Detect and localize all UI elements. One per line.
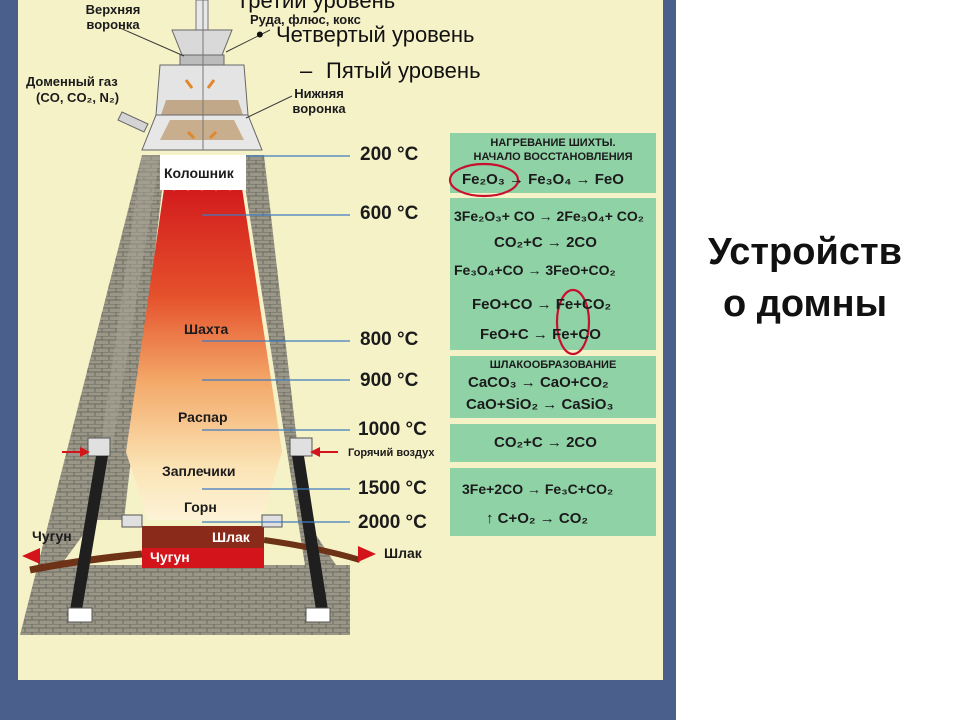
bullet-level-3: Третий уровень bbox=[236, 0, 396, 13]
box3-title: ШЛАКООБРАЗОВАНИЕ bbox=[489, 359, 617, 371]
temperature-2000: 2000 °C bbox=[358, 512, 427, 533]
label-charge: Руда, флюс, кокс bbox=[250, 12, 361, 27]
iron-out-arrow bbox=[22, 548, 40, 564]
label-bottom-funnel: Нижняя воронка bbox=[292, 86, 346, 116]
temperature-800: 800 °C bbox=[360, 329, 419, 350]
label-iron-out: Чугун bbox=[32, 528, 72, 544]
box5-equation-1: 3Fe+2CO → Fe₃C+CO₂ bbox=[462, 481, 614, 497]
reaction-box-backgrounds bbox=[450, 133, 656, 536]
box2-equation-5: FeO+C → Fe+CO bbox=[480, 326, 601, 343]
furnace-wall-left-outer bbox=[100, 155, 160, 450]
box2-equation-3: Fe₃O₄+CO → 3FeO+CO₂ bbox=[454, 262, 616, 278]
bullet-level-4: Четвертый уровень bbox=[276, 22, 475, 47]
box4-equation-1: CO₂+C → 2CO bbox=[494, 434, 597, 451]
label-slag-inner: Шлак bbox=[212, 529, 250, 545]
label-top-funnel: Верхняя воронка bbox=[85, 2, 141, 32]
hot-air-ducts bbox=[62, 437, 338, 623]
box3-equation-2: CaO+SiO₂ → CaSiO₃ bbox=[466, 396, 614, 413]
box1-title-line2: НАЧАЛО ВОССТАНОВЛЕНИЯ bbox=[473, 151, 633, 163]
temperature-900: 900 °C bbox=[360, 370, 419, 391]
box1-title-line1: НАГРЕВАНИЕ ШИХТЫ. bbox=[490, 137, 616, 149]
box2-equation-4: FeO+CO → Fe+CO₂ bbox=[472, 296, 612, 313]
throat-zone bbox=[160, 155, 246, 190]
label-hearth: Горн bbox=[184, 499, 217, 515]
box3-equation-1: CaCO₃ → CaO+CO₂ bbox=[468, 374, 609, 391]
furnace-interior bbox=[126, 175, 282, 520]
bullet-mark-level-5: – bbox=[300, 58, 313, 83]
label-iron-inner: Чугун bbox=[150, 549, 190, 565]
label-belly: Распар bbox=[178, 409, 228, 425]
iron-pool bbox=[142, 548, 264, 568]
box2-equation-1: 3Fe₂O₃+ CO → 2Fe₃O₄+ CO₂ bbox=[454, 208, 644, 224]
label-slag-out: Шлак bbox=[384, 545, 422, 561]
label-gas: Доменный газ bbox=[26, 74, 118, 89]
label-hot-air: Горячий воздух bbox=[348, 447, 435, 459]
temperature-1500: 1500 °C bbox=[358, 478, 427, 499]
bullet-mark-level-4: • bbox=[256, 22, 264, 47]
slide-title: Устройств о домны bbox=[708, 231, 902, 325]
highlight-circle-fe2o3 bbox=[448, 162, 520, 198]
label-gas-formula: (CO, CO₂, N₂) bbox=[36, 90, 120, 105]
box1-equation-1: Fe₂O₃ → Fe₃O₄ → FeO bbox=[462, 171, 624, 188]
box5-equation-2: ↑ C+O₂ → CO₂ bbox=[486, 510, 589, 527]
slag-out-arrow bbox=[358, 546, 376, 562]
temperature-lines bbox=[202, 155, 350, 523]
temperature-600: 600 °C bbox=[360, 203, 419, 224]
highlight-circle-fe bbox=[555, 288, 591, 356]
furnace-base bbox=[50, 565, 350, 635]
leader-lines bbox=[119, 27, 293, 119]
slag-pool bbox=[142, 526, 264, 548]
label-throat: Колошник bbox=[164, 165, 234, 181]
temperature-200: 200 °C bbox=[360, 144, 419, 165]
furnace-wall-right bbox=[240, 155, 346, 635]
box2-equation-2: CO₂+C → 2CO bbox=[494, 234, 597, 251]
bullet-level-5: Пятый уровень bbox=[326, 58, 481, 83]
temperature-1000: 1000 °C bbox=[358, 419, 427, 440]
label-shaft: Шахта bbox=[184, 321, 229, 337]
charging-apparatus bbox=[117, 0, 263, 151]
label-bosh: Заплечики bbox=[162, 463, 236, 479]
